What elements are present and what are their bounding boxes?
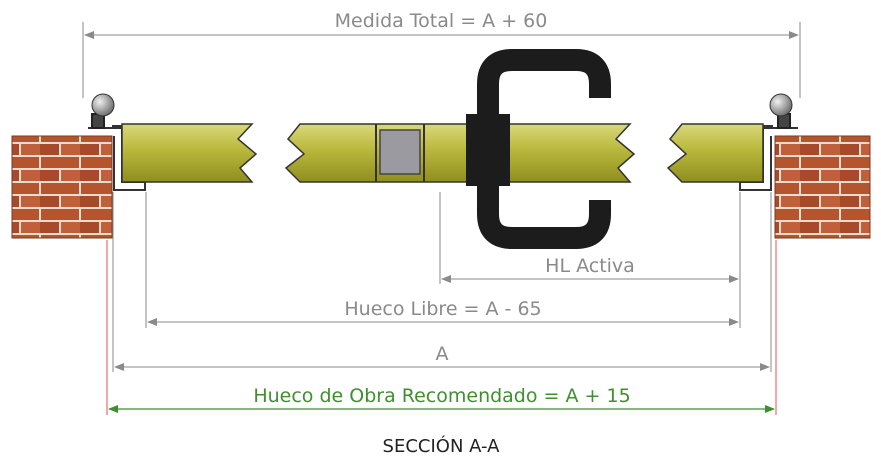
panel-right <box>666 123 764 183</box>
section-caption: SECCIÓN A-A <box>383 435 501 457</box>
meeting-stile <box>379 129 421 175</box>
panic-handle <box>466 49 611 249</box>
left-hinge-knob <box>91 93 115 117</box>
a-label: A <box>436 343 449 365</box>
total-dimension-label: Medida Total = A + 60 <box>335 10 548 32</box>
panel-center <box>284 123 636 183</box>
hueco-libre-label: Hueco Libre = A - 65 <box>344 298 541 320</box>
hueco-obra-label: Hueco de Obra Recomendado = A + 15 <box>253 385 630 407</box>
door-panels <box>121 123 764 183</box>
extension-lines <box>82 22 801 372</box>
right-hinge-knob <box>769 93 793 117</box>
panel-left <box>121 123 258 183</box>
left-brick-wall <box>11 135 113 239</box>
hl-activa-label: HL Activa <box>545 255 635 277</box>
right-brick-wall <box>774 135 871 239</box>
